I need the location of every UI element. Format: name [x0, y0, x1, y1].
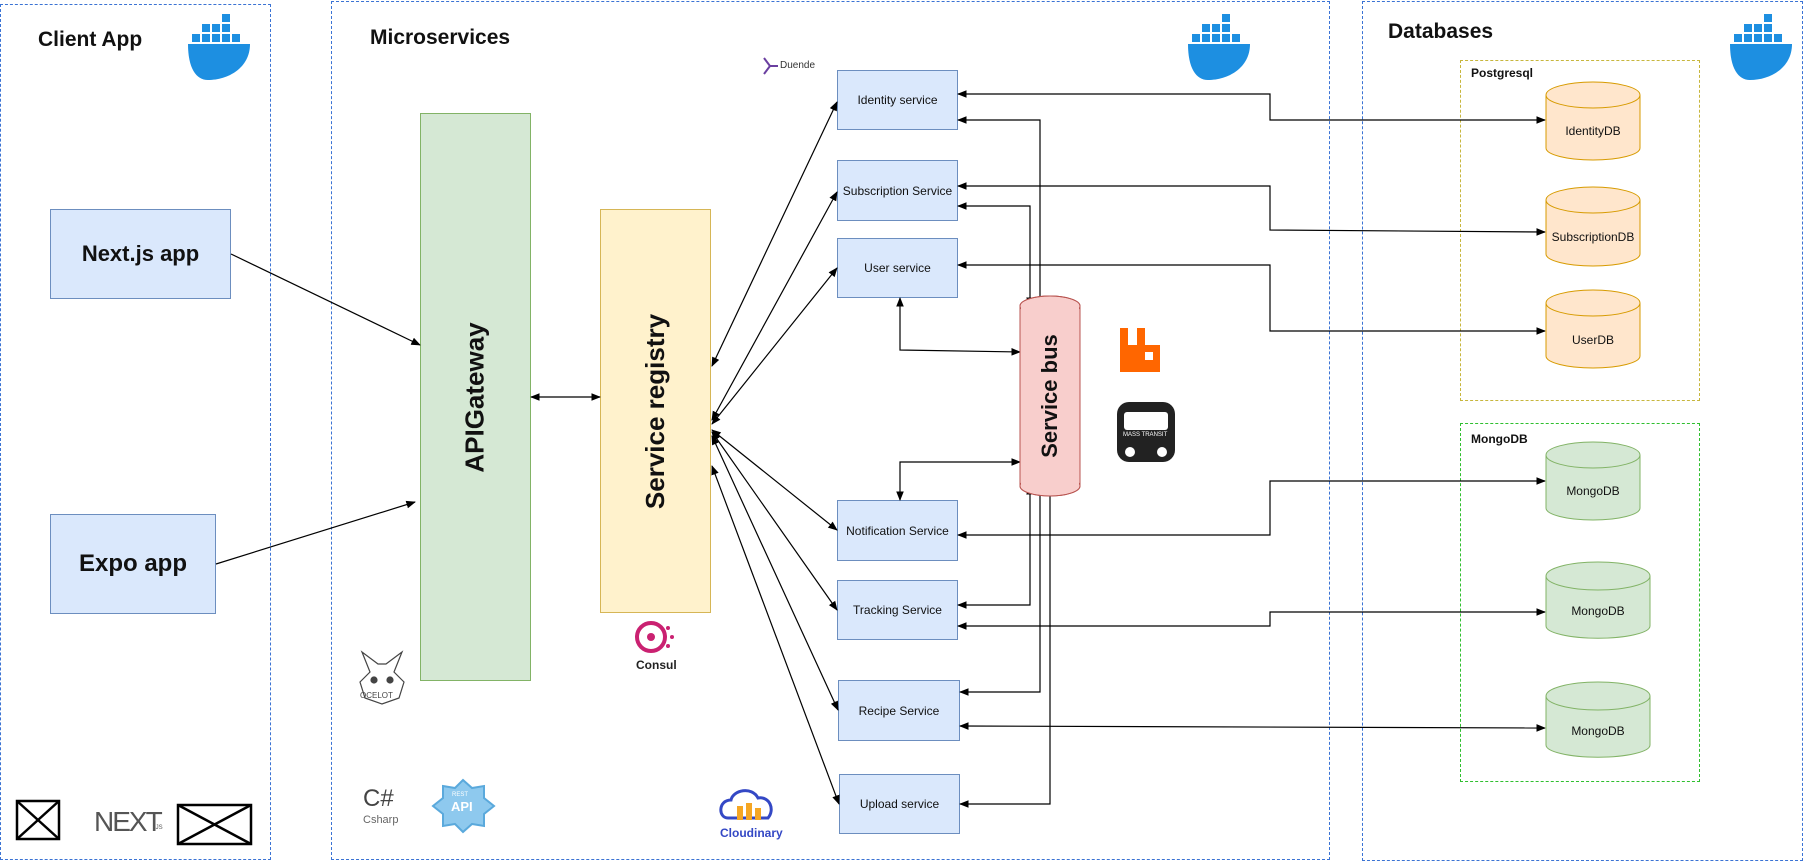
notification-service-box: Notification Service [837, 500, 958, 561]
mongodb-title: MongoDB [1471, 432, 1528, 446]
user-service-label: User service [864, 261, 931, 275]
expo-app-box: Expo app [50, 514, 216, 614]
subscription-service-box: Subscription Service [837, 160, 958, 221]
duende-icon [763, 57, 778, 75]
rest-api-logo-top: REST [452, 792, 469, 798]
docker-icon [188, 14, 250, 80]
subscription-service-label: Subscription Service [842, 183, 953, 198]
service-registry-box: Service registry [600, 209, 711, 613]
docker-icon [1730, 14, 1792, 80]
edge-subscription-bus [957, 202, 1034, 307]
edge-registry-identity [711, 101, 838, 367]
edge-registry-subscription [711, 191, 838, 421]
mongodb-2-shape [1545, 561, 1651, 639]
subscription-db-label: SubscriptionDB [1551, 230, 1635, 244]
consul-icon [635, 621, 674, 653]
recipe-service-box: Recipe Service [838, 680, 960, 741]
recipe-service-label: Recipe Service [858, 703, 940, 718]
tracking-service-label: Tracking Service [853, 603, 942, 617]
edge-notification-db [957, 477, 1546, 539]
tracking-service-box: Tracking Service [837, 580, 958, 640]
edge-registry-user [711, 267, 838, 425]
masstransit-logo-text: MASS TRANSIT [1123, 432, 1168, 438]
placeholder-x-icon [15, 799, 61, 841]
edge-recipe-db [959, 722, 1546, 732]
csharp-logo-subtext: Csharp [363, 814, 399, 826]
client-app-title: Client App [38, 28, 143, 51]
edge-identity-db [957, 90, 1546, 124]
mongodb-3-shape [1545, 681, 1651, 758]
upload-service-box: Upload service [839, 774, 960, 834]
mongodb-3-label: MongoDB [1571, 724, 1625, 738]
user-db-shape [1545, 289, 1641, 369]
identity-service-label: Identity service [857, 93, 938, 107]
edge-notification-bus [896, 458, 1021, 501]
rest-api-icon [431, 778, 496, 834]
edge-identity-bus [957, 116, 1044, 307]
microservices-group [331, 1, 1330, 860]
postgresql-title: Postgresql [1471, 66, 1534, 80]
user-db-label: UserDB [1571, 333, 1614, 347]
edge-registry-upload [711, 465, 840, 805]
ocelot-logo-text: OCELOT [360, 691, 393, 700]
duende-logo-text: Duende [780, 60, 816, 71]
edge-upload-bus [959, 485, 1054, 808]
nextjs-icon: NEXT [94, 806, 163, 837]
edge-tracking-db [957, 608, 1546, 630]
edge-nextjs-gateway [230, 253, 421, 346]
csharp-logo-text: C# [363, 785, 394, 812]
edge-tracking-bus [957, 485, 1034, 609]
nextjs-app-label: Next.js app [81, 241, 200, 266]
edge-recipe-bus [959, 485, 1044, 696]
client-app-group [0, 4, 271, 860]
upload-service-label: Upload service [859, 797, 940, 811]
databases-title: Databases [1388, 20, 1494, 43]
masstransit-icon [1117, 402, 1175, 462]
nextjs-app-box: Next.js app [50, 209, 231, 299]
identity-db-label: IdentityDB [1565, 124, 1621, 138]
nextjs-logo-subtext: .JS [154, 825, 163, 831]
mongodb-1-label: MongoDB [1566, 484, 1620, 498]
subscription-db-shape [1545, 186, 1641, 267]
service-bus-text: Service bus [1020, 306, 1080, 486]
consul-logo-text: Consul [636, 658, 677, 672]
mongodb-group [1460, 423, 1700, 782]
rabbitmq-icon [1120, 328, 1160, 372]
edge-user-bus [896, 297, 1021, 356]
edge-registry-tracking [711, 431, 838, 611]
api-gateway-box: APIGateway [420, 113, 531, 681]
rest-api-logo-text: API [451, 799, 473, 814]
edge-user-db [957, 261, 1546, 335]
cloudinary-icon [719, 789, 773, 820]
placeholder-x-icon [176, 803, 253, 846]
identity-db-shape [1545, 81, 1641, 161]
edge-subscription-db [957, 182, 1546, 236]
ocelot-icon [359, 650, 405, 705]
mongodb-2-label: MongoDB [1571, 604, 1625, 618]
user-service-box: User service [837, 238, 958, 298]
edge-registry-recipe [711, 435, 839, 711]
service-bus-shape [1019, 295, 1081, 497]
notification-service-label: Notification Service [846, 523, 949, 538]
cloudinary-logo-text: Cloudinary [720, 826, 783, 840]
microservices-title: Microservices [370, 26, 511, 49]
mongodb-1-shape [1545, 441, 1641, 521]
edge-expo-gateway [215, 500, 416, 565]
expo-app-label: Expo app [78, 550, 187, 577]
identity-service-box: Identity service [837, 70, 958, 130]
docker-icon [1188, 14, 1250, 80]
service-bus-label: Service bus [1037, 334, 1063, 458]
